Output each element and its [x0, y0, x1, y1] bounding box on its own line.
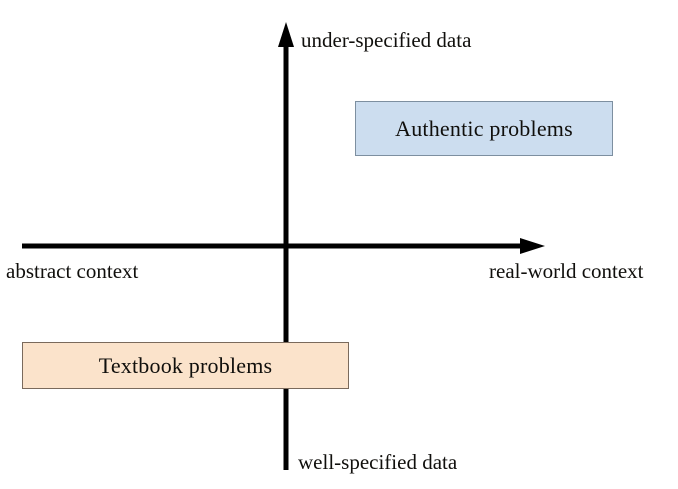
horizontal-axis-arrowhead [520, 238, 545, 254]
quadrant-box-textbook-problems-label: Textbook problems [98, 352, 273, 378]
quadrant-box-authentic-problems-label: Authentic problems [395, 115, 573, 141]
quadrant-box-authentic-problems[interactable]: Authentic problems [355, 101, 613, 156]
vertical-axis-top-label: under-specified data [301, 28, 472, 52]
quadrant-box-textbook-problems[interactable]: Textbook problems [22, 342, 349, 389]
vertical-axis-arrowhead [278, 22, 294, 47]
vertical-axis-bottom-label: well-specified data [298, 450, 458, 474]
horizontal-axis-right-label: real-world context [489, 259, 644, 283]
horizontal-axis-left-label: abstract context [6, 259, 139, 283]
